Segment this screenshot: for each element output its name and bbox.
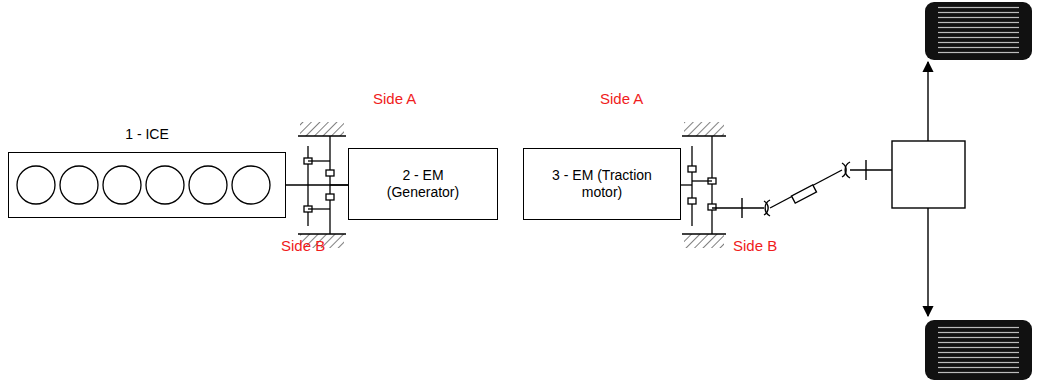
shaft-connector bbox=[286, 184, 348, 185]
differential bbox=[892, 62, 965, 316]
side-label: Side B bbox=[281, 237, 325, 254]
side-label: Side A bbox=[600, 90, 643, 107]
machine-box: 2 - EM (Generator) bbox=[348, 148, 498, 220]
drive-shaft bbox=[712, 160, 892, 218]
side-label: Side B bbox=[733, 237, 777, 254]
component-label: 1 - ICE bbox=[9, 126, 285, 144]
side-label: Side A bbox=[373, 90, 416, 107]
engine-block: 1 - ICE bbox=[8, 152, 286, 218]
box-label: 2 - EM (Generator) bbox=[379, 167, 467, 202]
wheel bbox=[925, 320, 1032, 380]
engine-cylinders bbox=[17, 166, 270, 204]
box-label: 3 - EM (Traction motor) bbox=[543, 167, 661, 202]
wheel bbox=[925, 2, 1032, 60]
gear-set bbox=[680, 122, 726, 248]
machine-box: 3 - EM (Traction motor) bbox=[523, 148, 681, 220]
